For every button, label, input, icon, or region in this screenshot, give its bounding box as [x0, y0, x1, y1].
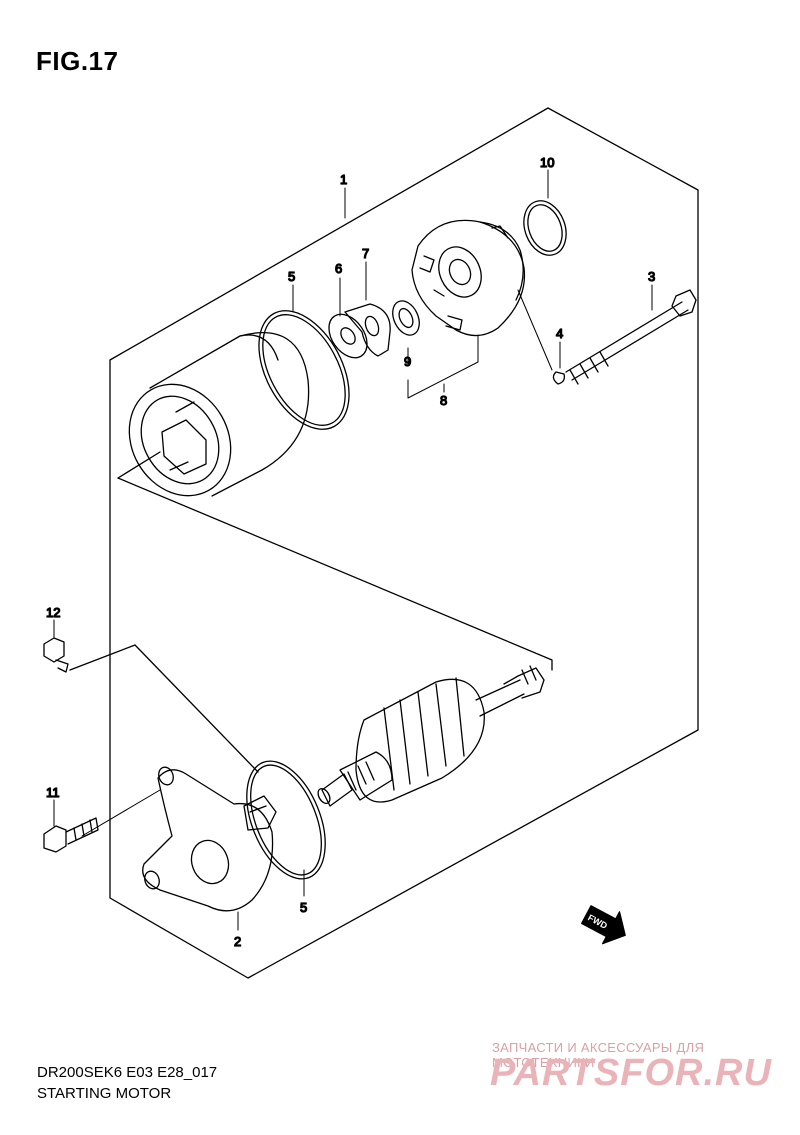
o-ring-upper-inner [262, 314, 346, 426]
callout-9: 9 [404, 354, 411, 369]
callout-10: 10 [540, 155, 554, 170]
o-ring-lower-inner [250, 764, 322, 876]
assembly-boundary [109, 107, 699, 979]
through-bolt [565, 289, 697, 385]
end-cover [411, 219, 526, 337]
spring-washer [552, 371, 566, 385]
armature [317, 665, 545, 807]
callout-8: 8 [440, 393, 447, 408]
callout-1: 1 [340, 172, 347, 187]
callout-5-lower: 5 [300, 900, 307, 915]
callout-4: 4 [556, 326, 563, 341]
fwd-arrow-icon: FWD [580, 905, 626, 945]
callout-6: 6 [335, 261, 342, 276]
washer [328, 313, 368, 359]
o-ring-end [523, 200, 567, 256]
callout-3: 3 [648, 269, 655, 284]
diagram-name: STARTING MOTOR [37, 1085, 172, 1102]
diagram-code: DR200SEK6 E03 E28_017 [37, 1064, 218, 1081]
o-ring-upper [258, 310, 350, 430]
watermark-logo: PARTSFOR.RU [490, 1052, 772, 1094]
callout-11: 11 [46, 785, 60, 800]
callout-7: 7 [362, 246, 369, 261]
oil-seal [392, 300, 420, 336]
callout-2: 2 [234, 934, 241, 949]
motor-yoke [128, 332, 310, 497]
callout-5-upper: 5 [288, 269, 295, 284]
section-line [117, 477, 553, 671]
section-line [69, 644, 259, 773]
callout-12: 12 [46, 605, 60, 620]
o-ring-end-inner [527, 204, 563, 252]
leader-lines [53, 169, 653, 931]
motor-housing [142, 766, 277, 912]
nut [43, 637, 69, 673]
mounting-bolt [43, 817, 99, 853]
watermark-tagline: ЗАПЧАСТИ И АКСЕССУАРЫ ДЛЯ МОТОТЕХНИКИ [492, 1040, 705, 1070]
o-ring-lower [246, 760, 326, 880]
brush-plate [344, 303, 391, 357]
figure-title: FIG.17 [36, 46, 119, 76]
